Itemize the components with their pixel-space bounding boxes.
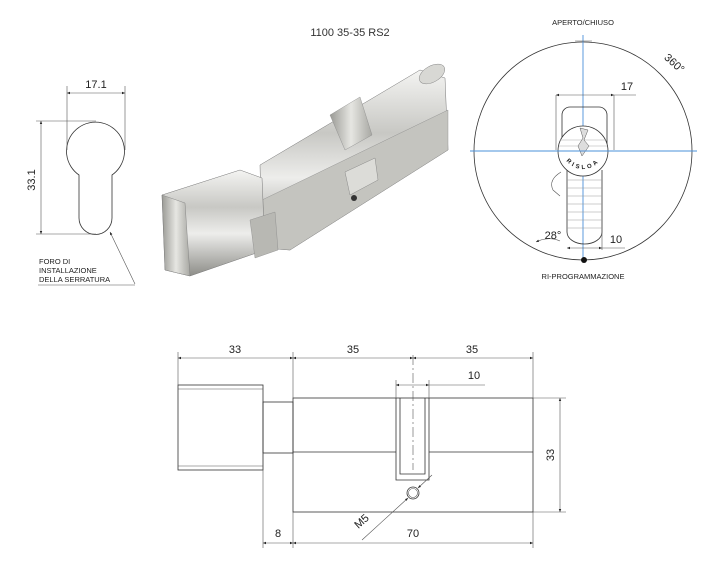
drawing-title: 1100 35-35 RS2 xyxy=(310,27,389,39)
keyhole-view: 17.1 33.1 FORO DI INSTALLAZIONE DELLA SE… xyxy=(26,79,136,286)
top-position-label: APERTO/CHIUSO xyxy=(552,18,614,27)
cylinder-render xyxy=(161,63,449,277)
cam xyxy=(395,398,430,481)
screw-label: M5 xyxy=(352,512,371,531)
knob-neck xyxy=(262,401,294,454)
knob-length-label: 33 xyxy=(229,344,241,356)
keyhole-width-label: 17.1 xyxy=(85,79,106,91)
note-line-2: INSTALLAZIONE xyxy=(39,266,97,275)
keyhole-outline xyxy=(66,121,125,235)
screw-hole xyxy=(406,486,420,500)
cam-width-label: 10 xyxy=(468,370,480,382)
rotation-view: APERTO/CHIUSO RI-PROGRAMMAZIONE 360° RIS… xyxy=(470,18,697,281)
body-length-label: 70 xyxy=(407,528,419,540)
height-label: 33 xyxy=(545,449,557,461)
blade-width-label: 10 xyxy=(610,234,622,246)
reprogram-point xyxy=(581,257,587,263)
right-length-label: 35 xyxy=(466,344,478,356)
keyhole-height-label: 33.1 xyxy=(26,169,38,190)
key-blade xyxy=(566,170,603,245)
left-length-label: 35 xyxy=(347,344,359,356)
bottom-position-label: RI-PROGRAMMAZIONE xyxy=(542,272,625,281)
side-view: 33 35 35 10 33 8 70 M5 xyxy=(177,344,566,548)
thumb-knob xyxy=(177,384,264,471)
note-line-3: DELLA SERRATURA xyxy=(39,275,110,284)
note-line-1: FORO DI xyxy=(39,257,70,266)
full-angle-label: 360° xyxy=(662,52,687,76)
head-width-label: 17 xyxy=(621,81,633,93)
neck-length-label: 8 xyxy=(275,528,281,540)
small-angle-label: 28° xyxy=(545,230,562,242)
